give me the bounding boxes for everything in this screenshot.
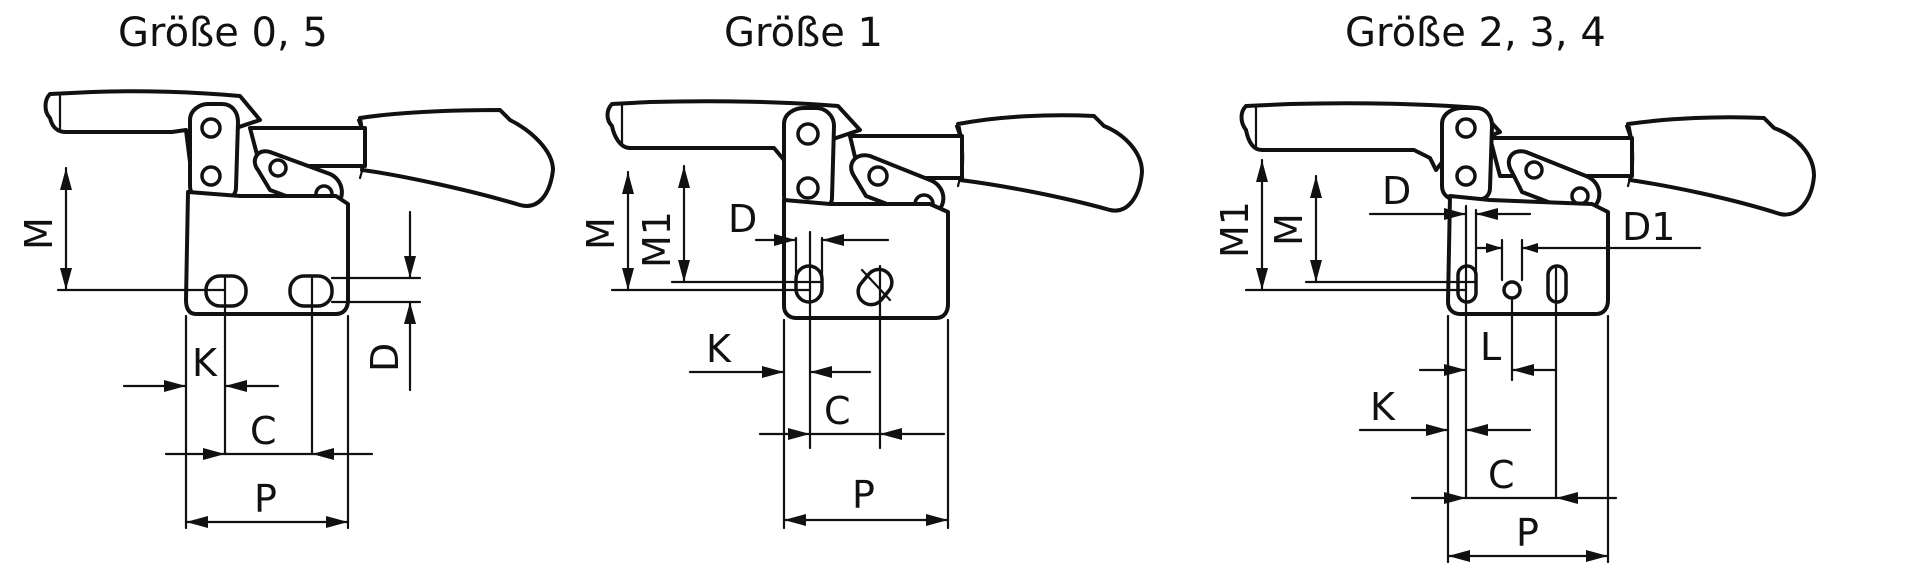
clamp-size-1 <box>605 99 1144 530</box>
dim-label-d-size-2-3-4: D <box>1382 169 1411 213</box>
dim-label-m1-size-2-3-4: M1 <box>1213 201 1257 258</box>
dim-label-d-size-1: D <box>728 197 757 241</box>
dim-label-d1-size-2-3-4: D1 <box>1622 205 1675 249</box>
clamp-base <box>1446 194 1610 316</box>
dim-label-k-size-0-5: K <box>192 341 218 385</box>
title-size-2-3-4: Größe 2, 3, 4 <box>1345 10 1606 56</box>
title-size-1: Größe 1 <box>724 10 883 56</box>
dim-label-c-size-2-3-4: C <box>1488 453 1515 497</box>
dim-label-k-size-1: K <box>706 327 732 371</box>
dim-label-k-size-2-3-4: K <box>1370 385 1396 429</box>
dim-label-m-size-1: M <box>579 217 623 250</box>
dim-label-m-size-2-3-4: M <box>1267 213 1311 246</box>
clamp-grip <box>1626 115 1816 217</box>
clamp-grip <box>358 108 555 208</box>
dim-label-p-size-0-5: P <box>254 477 277 521</box>
dim-label-m1-size-1: M1 <box>635 211 679 268</box>
dim-label-c-size-0-5: C <box>250 409 277 453</box>
clamp-base <box>782 198 950 320</box>
clamp-size-0-5 <box>43 89 555 530</box>
clamp-size-2-3-4 <box>1239 101 1816 564</box>
clamp-grip <box>956 113 1144 213</box>
dim-label-p-size-2-3-4: P <box>1516 511 1539 555</box>
dim-label-p-size-1: P <box>852 473 875 517</box>
dim-label-l-size-2-3-4: L <box>1480 325 1501 369</box>
dim-label-c-size-1: C <box>824 389 851 433</box>
title-size-0-5: Größe 0, 5 <box>118 10 328 56</box>
dim-label-d-size-0-5: D <box>363 343 407 372</box>
dim-label-m-size-0-5: M <box>17 217 61 250</box>
